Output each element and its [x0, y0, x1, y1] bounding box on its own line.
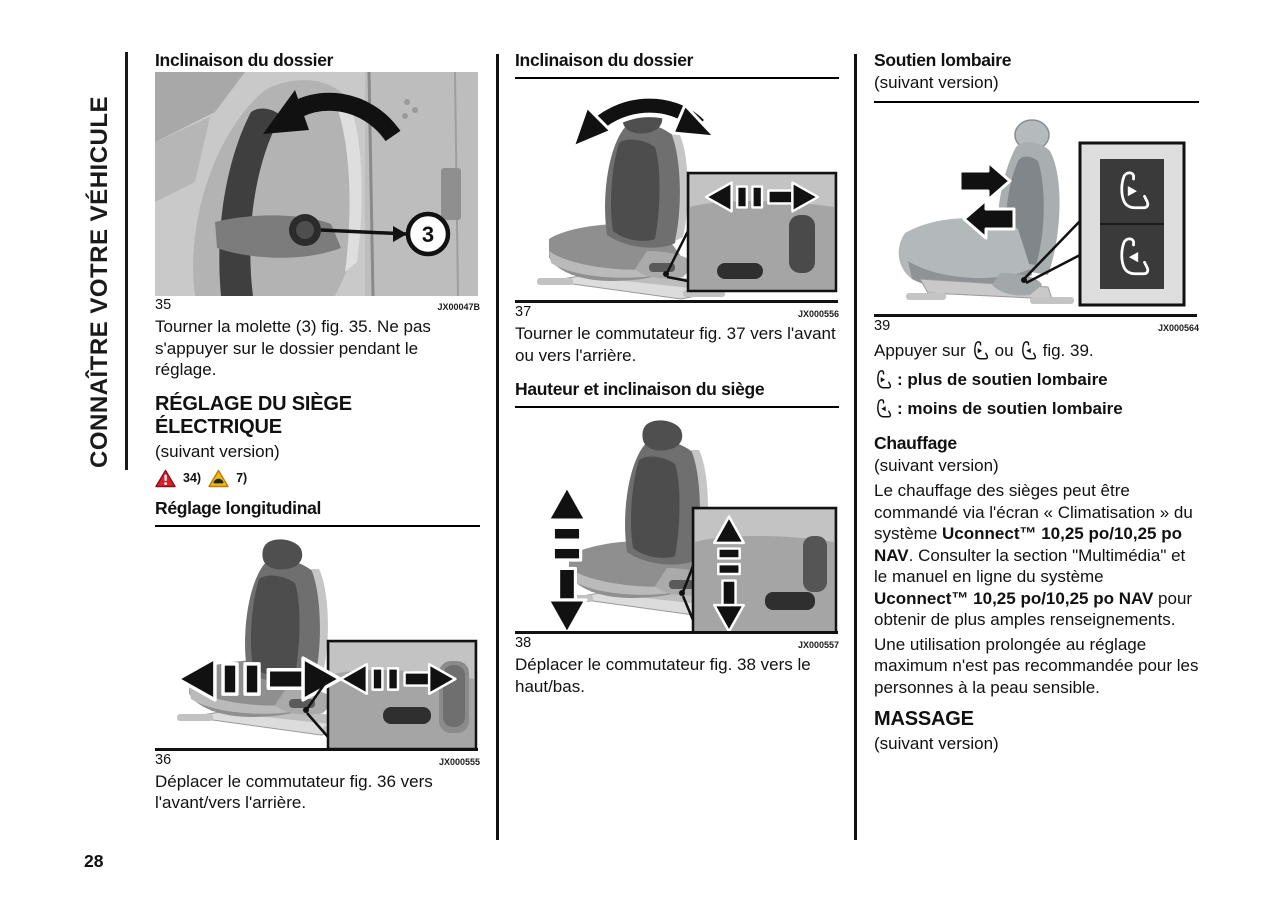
warning-ref: 34): [183, 471, 202, 485]
press-mid: ou: [994, 341, 1014, 360]
figure-number: 39: [874, 318, 891, 334]
heading-rule: [155, 524, 480, 527]
figure-36-caption: 36 JX000555: [155, 751, 480, 768]
figure-35-caption: 35 JX00047B: [155, 298, 480, 313]
para-molette: Tourner la molette (3) fig. 35. Ne pas s…: [155, 317, 431, 379]
caution-ref: 7): [236, 471, 248, 485]
heading-chauffage: Chauffage: [874, 433, 957, 453]
figure-number: 38: [515, 635, 532, 651]
variant-note: (suivant version): [874, 73, 999, 92]
para-appuyer: Appuyer sur ou fig. 39.: [874, 340, 1199, 362]
figure-37-illustration: [515, 81, 838, 303]
legend-text: : plus de soutien lombaire: [897, 370, 1108, 389]
heading-rule: [874, 101, 1199, 103]
press-pre: Appuyer sur: [874, 341, 966, 360]
heading-inclinaison-dossier: Inclinaison du dossier: [515, 50, 694, 70]
heading-reglage-siege-electrique: RÉGLAGE DU SIÈGE ÉLECTRIQUE: [155, 392, 352, 438]
sidebar-rule: [125, 52, 128, 470]
figure-39: 39 JX000564: [874, 109, 1199, 334]
press-post: fig. 39.: [1042, 341, 1094, 360]
heading-inclinaison-dossier: Inclinaison du dossier: [155, 50, 334, 70]
heading-rule: [515, 77, 839, 79]
para-deplacer: Déplacer le commutateur fig. 38 vers le …: [515, 655, 811, 696]
column-2: Inclinaison du dossier 37: [515, 50, 839, 697]
lumbar-more-icon: [877, 370, 892, 389]
figure-code: JX000557: [797, 640, 839, 650]
chapter-sidebar-label: CONNAÎTRE VOTRE VÉHICULE: [86, 95, 113, 468]
figure-number: 35: [155, 297, 172, 313]
figure-38-illustration: [515, 410, 838, 634]
lumbar-more-icon: [973, 341, 988, 360]
safety-reference-row: 34) 7): [155, 469, 480, 488]
legend-lumbar-less: : moins de soutien lombaire: [874, 398, 1199, 420]
column-3: Soutien lombaire (suivant version): [874, 50, 1199, 755]
page-number: 28: [84, 851, 104, 871]
legend-text: : moins de soutien lombaire: [897, 399, 1123, 418]
figure-35: 3 35 JX00047B: [155, 72, 480, 313]
variant-note: (suivant version): [874, 456, 999, 475]
para-tourner: Tourner le commutateur fig. 37 vers l'av…: [515, 324, 836, 365]
heading-soutien-lombaire: Soutien lombaire: [874, 50, 1012, 70]
heading-massage: MASSAGE: [874, 708, 974, 730]
lumbar-less-icon: [1021, 341, 1036, 360]
variant-note: (suivant version): [874, 734, 999, 753]
figure-code: JX000556: [797, 309, 839, 319]
heading-hauteur-inclinaison: Hauteur et inclinaison du siège: [515, 379, 765, 399]
figure-39-caption: 39 JX000564: [874, 319, 1199, 334]
figure-35-illustration: 3: [155, 72, 478, 296]
figure-code: JX00047B: [437, 302, 480, 312]
figure-36: 36 JX000555: [155, 528, 480, 768]
figure-38: 38 JX000557: [515, 410, 839, 651]
warning-icon: [155, 469, 176, 487]
heading-reglage-longitudinal: Réglage longitudinal: [155, 497, 322, 518]
column-divider-1: [496, 54, 499, 840]
heading-rule: [515, 406, 839, 408]
figure-number: 36: [155, 751, 172, 768]
variant-note: (suivant version): [155, 441, 280, 461]
column-divider-2: [854, 54, 857, 840]
figure-38-caption: 38 JX000557: [515, 636, 839, 651]
figure-39-illustration: [874, 109, 1197, 317]
para-chauffage: Le chauffage des sièges peut être comman…: [874, 481, 1193, 629]
figure-37: 37 JX000556: [515, 81, 839, 320]
figure-36-illustration: [155, 528, 478, 751]
para-commutateur: Déplacer le commutateur fig. 36 vers l'a…: [155, 771, 433, 813]
figure-number: 37: [515, 304, 532, 320]
figure-code: JX000564: [1157, 323, 1199, 333]
figure-code: JX000555: [438, 756, 480, 767]
para-prolongee: Une utilisation prolongée au réglage max…: [874, 634, 1199, 697]
legend-lumbar-more: : plus de soutien lombaire: [874, 369, 1199, 391]
caution-icon: [208, 469, 229, 487]
column-1: Inclinaison du dossier: [155, 50, 480, 814]
lumbar-less-icon: [877, 399, 892, 418]
svg-text:3: 3: [422, 222, 434, 247]
figure-37-caption: 37 JX000556: [515, 305, 839, 320]
